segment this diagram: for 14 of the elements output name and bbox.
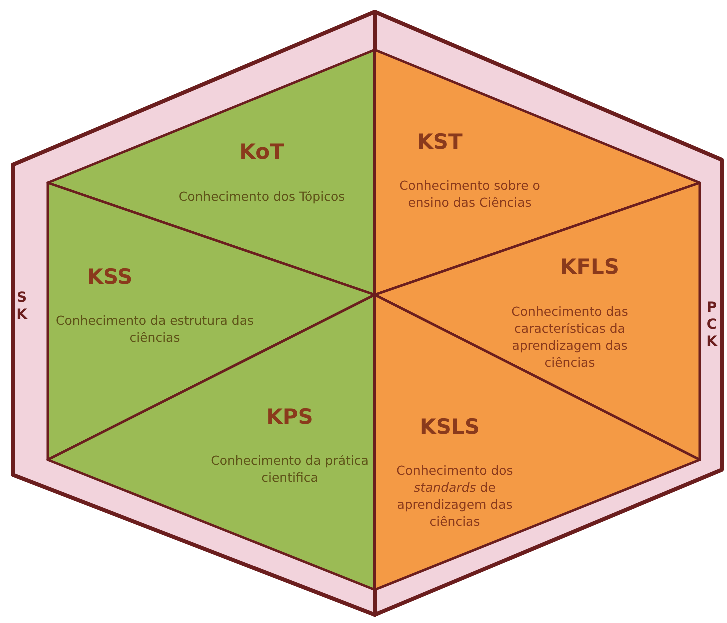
band-label: S K <box>16 290 28 324</box>
sector-heading: KSLS <box>420 415 480 439</box>
band-label: P C K <box>706 300 718 351</box>
sector-heading: KFLS <box>560 255 620 279</box>
sector-description: Conhecimento dos standards de aprendizagem das ciências <box>396 462 514 530</box>
sector-heading: KoT <box>240 140 284 164</box>
sector-description: Conhecimento sobre o ensino das Ciências <box>398 177 542 211</box>
sector-description: Conhecimento dos Tópicos <box>178 188 346 205</box>
sector-description: Conhecimento da estrutura das ciências <box>55 312 255 346</box>
sector-description: Conhecimento da prática cientifica <box>210 452 370 486</box>
sector-description: Conhecimento das características da aprendizagem das ciências <box>510 303 630 371</box>
sector-heading: KST <box>417 130 463 154</box>
sector-heading: KSS <box>87 265 133 289</box>
sector-heading: KPS <box>266 405 314 429</box>
